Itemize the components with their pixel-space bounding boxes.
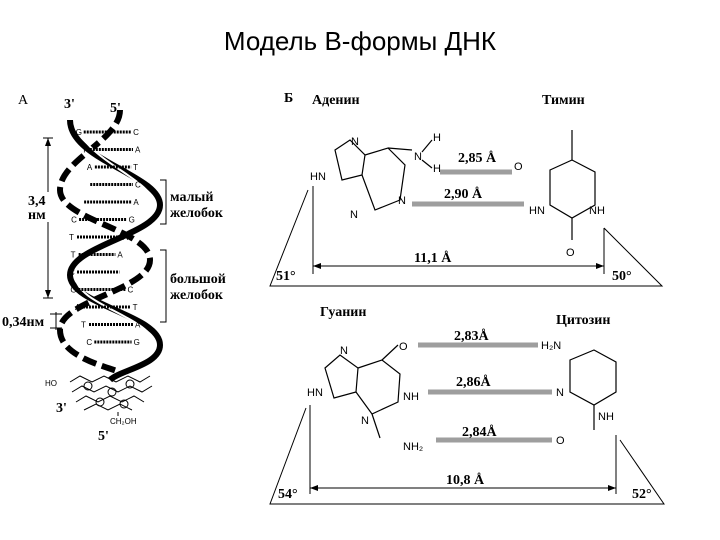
helix-strands <box>56 109 164 383</box>
guanine-name: Гуанин <box>320 305 366 320</box>
end-5-top: 5' <box>110 101 121 116</box>
at-hbond-1: 2,85 Å <box>458 150 497 166</box>
at-hbond-2: 2,90 Å <box>444 186 483 202</box>
gua-nh2: NH₂ <box>403 441 423 453</box>
gua-n3: N <box>361 415 369 427</box>
panel-b-label: Б <box>284 91 293 106</box>
at-pair: Аденин Тимин N HN N N N H H O HN NH O <box>269 93 664 287</box>
end-5-bottom: 5' <box>98 429 109 444</box>
thy-nh1: NH <box>589 205 605 217</box>
at-angle-left: 51° <box>276 269 296 284</box>
thy-o2: O <box>566 247 575 259</box>
base-letter-left: T <box>82 146 87 155</box>
base-letter-left: C <box>71 216 77 225</box>
sugar-phosphate-detail: HO CH₂OH <box>45 375 153 426</box>
gc-pair: Гуанин Цитозин N HN N O NH NH₂ H₂N N NH … <box>269 305 665 505</box>
base-letter-left: A <box>87 163 93 172</box>
page-title: Модель В-формы ДНК <box>224 26 496 56</box>
gc-hbond-1: 2,83Å <box>454 328 490 344</box>
base-letter-right: A <box>135 321 141 330</box>
rise-value: 0,34нм <box>2 315 45 330</box>
ade-n7: N <box>351 136 359 148</box>
base-letter-right: T <box>133 163 138 172</box>
base-letter-right: C <box>127 286 133 295</box>
thy-o4: O <box>514 161 523 173</box>
base-letter-right: A <box>133 198 139 207</box>
base-letter-left: G <box>76 128 82 137</box>
gc-angle-left: 54° <box>278 487 298 502</box>
base-letter-left: C <box>86 338 92 347</box>
base-letter-left: A <box>75 303 81 312</box>
rise-dimension: 0,34нм <box>2 312 62 330</box>
major-groove-label-2: желобок <box>170 288 224 303</box>
cyt-nh1: NH <box>598 411 614 423</box>
cyt-o2: O <box>556 435 565 447</box>
ade-h6a: H <box>433 132 441 144</box>
cyt-n3: N <box>556 387 564 399</box>
base-letter-left: C <box>69 268 75 277</box>
base-letter-left: T <box>71 251 76 260</box>
pitch-value: 3,4 <box>28 194 46 209</box>
ade-h6b: H <box>433 163 441 175</box>
end-3-bottom: 3' <box>56 401 67 416</box>
base-letter-right: A <box>135 146 141 155</box>
cytosine-name: Цитозин <box>556 313 610 328</box>
gua-nh1: NH <box>403 391 419 403</box>
minor-groove-label-2: желобок <box>170 206 224 221</box>
gc-distance: 10,8 Å <box>446 472 485 488</box>
panel-a-label: А <box>18 93 29 108</box>
thymine-name: Тимин <box>542 93 585 108</box>
sugar-ch2oh: CH₂OH <box>110 417 137 426</box>
thy-nh3: HN <box>529 205 545 217</box>
base-letter-right: G <box>134 338 140 347</box>
at-distance: 11,1 Å <box>414 250 452 266</box>
minor-groove-label-1: малый <box>170 190 213 205</box>
end-3-top: 3' <box>64 97 75 112</box>
base-letter-left: G <box>70 286 76 295</box>
minor-groove-bracket: малый желобок <box>160 179 224 225</box>
gua-n7: N <box>340 345 348 357</box>
cyt-h2n4: H₂N <box>541 340 561 352</box>
major-groove-bracket: большой желобок <box>160 249 226 323</box>
gc-angle-right: 52° <box>632 487 652 502</box>
gc-hbond-3: 2,84Å <box>462 424 498 440</box>
ade-n6: N <box>414 151 422 163</box>
base-letter-left: T <box>69 233 74 242</box>
base-letter-right: C <box>133 128 139 137</box>
base-letter-right: C <box>135 181 141 190</box>
gua-hn9: HN <box>307 387 323 399</box>
base-letter-right: A <box>123 233 129 242</box>
ade-n1: N <box>398 195 406 207</box>
panel-b-base-pairs: Б Аденин Тимин N HN N N N H H O HN NH O <box>269 91 665 505</box>
gc-hbond-2: 2,86Å <box>456 374 492 390</box>
major-groove-label-1: большой <box>170 272 226 287</box>
sugar-ho: HO <box>45 379 57 388</box>
pitch-dimension: 3,4 нм <box>22 137 54 299</box>
ade-hn9: HN <box>310 171 326 183</box>
base-letter-right: A <box>117 251 123 260</box>
pitch-unit: нм <box>28 208 46 223</box>
adenine-name: Аденин <box>312 93 360 108</box>
ade-n3: N <box>350 209 358 221</box>
base-letter-right: G <box>129 216 135 225</box>
at-angle-right: 50° <box>612 269 632 284</box>
base-letter-left: T <box>81 321 86 330</box>
gua-o6: O <box>399 341 408 353</box>
base-letter-right: T <box>133 303 138 312</box>
